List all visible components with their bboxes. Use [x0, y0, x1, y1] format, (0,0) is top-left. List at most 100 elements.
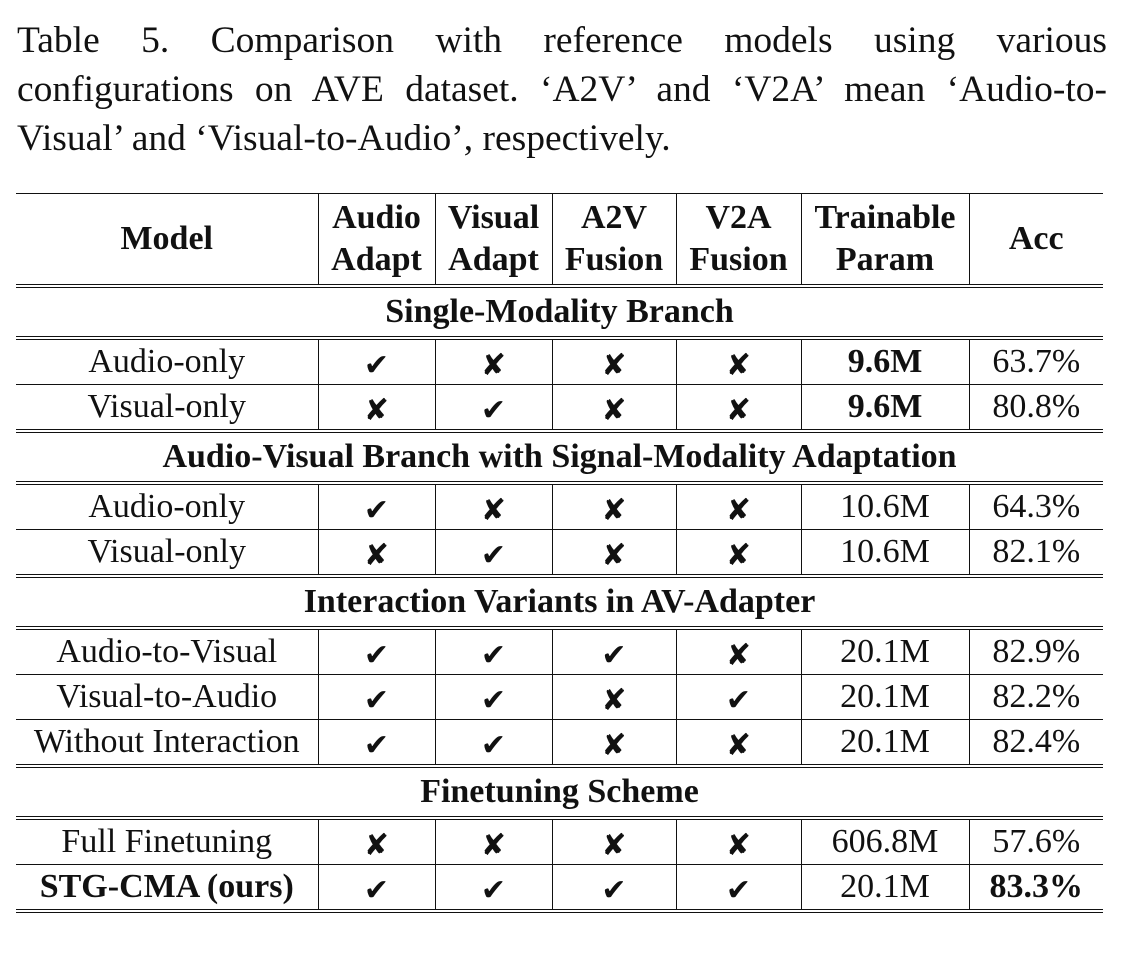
cell-a2v-fusion: ✘ [551, 674, 676, 720]
cell-acc: 80.8% [968, 384, 1103, 431]
check-icon: ✔ [725, 683, 752, 718]
table-caption: Table 5. Comparison with reference model… [17, 20, 1107, 159]
cell-trainable-param: 10.6M [800, 481, 969, 530]
cell-model: Audio-only [16, 336, 318, 385]
cell-trainable-param: 20.1M [800, 719, 969, 766]
cell-a2v-fusion: ✘ [551, 336, 676, 385]
cross-icon: ✘ [725, 538, 752, 573]
cell-audio-adapt: ✔ [317, 626, 435, 675]
cell-model: Visual-only [16, 384, 318, 431]
cell-a2v-fusion: ✔ [551, 864, 676, 913]
cell-model: Audio-to-Visual [16, 626, 318, 675]
cell-a2v-fusion: ✔ [551, 626, 676, 675]
cell-model: Full Finetuning [16, 816, 318, 865]
cell-trainable-param: 20.1M [800, 626, 969, 675]
cell-a2v-fusion: ✘ [551, 719, 676, 766]
check-icon: ✔ [363, 348, 390, 383]
cell-audio-adapt: ✔ [317, 481, 435, 530]
check-icon: ✔ [363, 728, 390, 763]
check-icon: ✔ [601, 638, 627, 673]
cross-icon: ✘ [601, 538, 627, 573]
check-icon: ✔ [480, 683, 507, 718]
cell-audio-adapt: ✔ [317, 864, 435, 913]
cell-acc: 82.1% [968, 529, 1103, 576]
cross-icon: ✘ [363, 538, 390, 573]
check-icon: ✔ [363, 493, 390, 528]
cell-v2a-fusion: ✘ [675, 384, 801, 431]
cell-visual-adapt: ✔ [434, 674, 552, 720]
cell-visual-adapt: ✔ [434, 529, 552, 576]
section-row: Finetuning Scheme [16, 764, 1103, 818]
cell-acc: 64.3% [968, 481, 1103, 530]
cell-trainable-param: 20.1M [800, 674, 969, 720]
cross-icon: ✘ [725, 348, 752, 383]
check-icon: ✔ [601, 873, 627, 908]
cell-audio-adapt: ✘ [317, 529, 435, 576]
cell-audio-adapt: ✘ [317, 384, 435, 431]
cross-icon: ✘ [363, 828, 390, 863]
check-icon: ✔ [480, 393, 507, 428]
cell-visual-adapt: ✘ [434, 336, 552, 385]
cell-trainable-param: 9.6M [800, 384, 969, 431]
check-icon: ✔ [363, 873, 390, 908]
cross-icon: ✘ [601, 683, 627, 718]
cross-icon: ✘ [480, 348, 507, 383]
cross-icon: ✘ [725, 728, 752, 763]
cross-icon: ✘ [725, 638, 752, 673]
cell-v2a-fusion: ✘ [675, 626, 801, 675]
cell-visual-adapt: ✘ [434, 816, 552, 865]
cell-model: Without Interaction [16, 719, 318, 766]
cross-icon: ✘ [601, 348, 627, 383]
cross-icon: ✘ [480, 828, 507, 863]
cell-v2a-fusion: ✘ [675, 336, 801, 385]
cell-v2a-fusion: ✘ [675, 481, 801, 530]
cell-v2a-fusion: ✘ [675, 719, 801, 766]
cell-a2v-fusion: ✘ [551, 529, 676, 576]
check-icon: ✔ [480, 538, 507, 573]
cell-visual-adapt: ✔ [434, 384, 552, 431]
cell-trainable-param: 20.1M [800, 864, 969, 913]
cell-v2a-fusion: ✔ [675, 864, 801, 913]
cell-trainable-param: 606.8M [800, 816, 969, 865]
cell-audio-adapt: ✔ [317, 674, 435, 720]
cell-acc: 82.9% [968, 626, 1103, 675]
cell-model: STG-CMA (ours) [16, 864, 318, 913]
cell-visual-adapt: ✘ [434, 481, 552, 530]
section-title: Interaction Variants in AV-Adapter [16, 574, 1103, 628]
cross-icon: ✘ [601, 728, 627, 763]
cell-visual-adapt: ✔ [434, 719, 552, 766]
cross-icon: ✘ [601, 828, 627, 863]
cross-icon: ✘ [480, 493, 507, 528]
section-row: Audio-Visual Branch with Signal-Modality… [16, 429, 1103, 483]
cell-trainable-param: 10.6M [800, 529, 969, 576]
check-icon: ✔ [480, 638, 507, 673]
cell-visual-adapt: ✔ [434, 626, 552, 675]
cell-acc: 63.7% [968, 336, 1103, 385]
section-title: Audio-Visual Branch with Signal-Modality… [16, 429, 1103, 483]
check-icon: ✔ [480, 728, 507, 763]
section-row: Interaction Variants in AV-Adapter [16, 574, 1103, 628]
cell-acc: 82.4% [968, 719, 1103, 766]
header-acc: Acc [968, 193, 1103, 286]
cell-audio-adapt: ✔ [317, 719, 435, 766]
cell-acc: 57.6% [968, 816, 1103, 865]
cell-model: Visual-only [16, 529, 318, 576]
cross-icon: ✘ [725, 493, 752, 528]
cross-icon: ✘ [601, 493, 627, 528]
header-model: Model [120, 220, 214, 257]
cell-a2v-fusion: ✘ [551, 481, 676, 530]
